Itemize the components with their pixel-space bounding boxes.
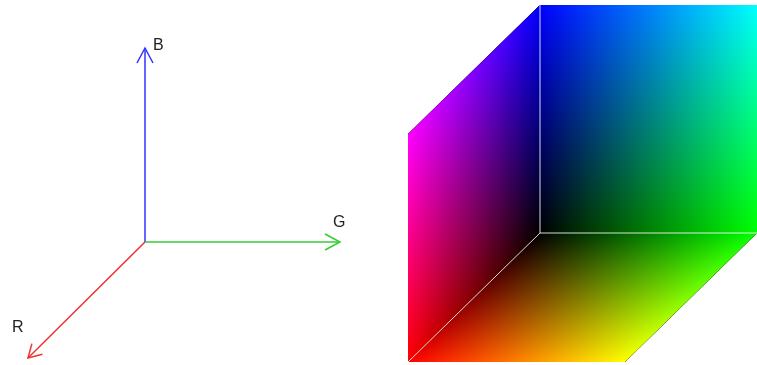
b-axis-arrow [137,48,153,242]
cube-back-face [540,5,757,233]
axis-label: B [153,36,164,54]
g-axis-arrow [145,234,340,250]
axes [28,48,340,358]
axis-label: G [333,213,345,231]
color-cube [408,5,757,362]
cube-edges [408,5,757,362]
r-axis-arrow [28,242,145,358]
cube-bottom-face [408,233,757,362]
axis-label: R [12,318,24,336]
